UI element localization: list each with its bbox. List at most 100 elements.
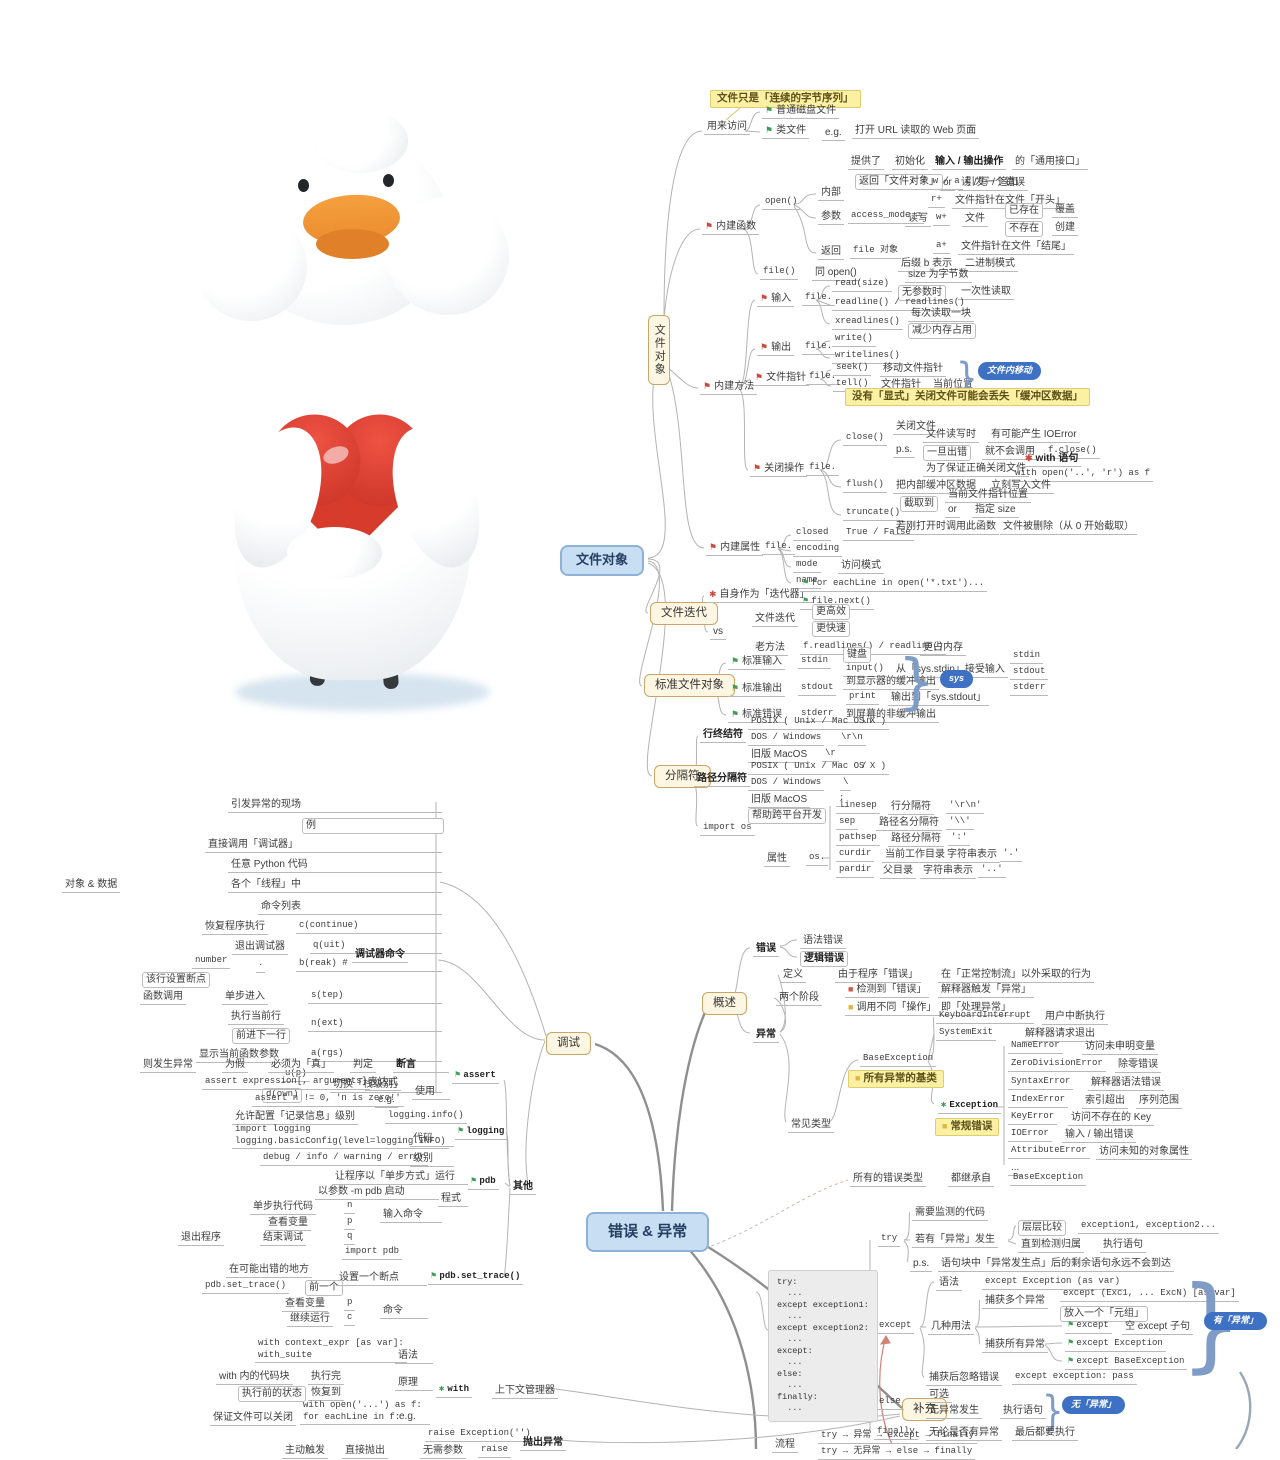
map-label[interactable]: ⚑标准输出 xyxy=(728,682,786,697)
map-label[interactable]: q(uit) xyxy=(310,940,442,954)
map-label[interactable]: ■调用不同「操作」 xyxy=(845,1001,940,1016)
map-label[interactable]: 退出程序 xyxy=(178,1231,224,1246)
map-label[interactable]: file. xyxy=(806,462,840,476)
map-label[interactable]: 文件指针在文件「结尾」 xyxy=(958,240,1074,255)
map-label[interactable]: 一旦出错 xyxy=(923,445,971,461)
map-label[interactable]: 执行前的状态 xyxy=(238,1386,306,1402)
map-label[interactable]: 执行语句 xyxy=(1000,1404,1046,1419)
map-label[interactable]: file. xyxy=(802,292,836,306)
map-label[interactable]: 每次读取一块 xyxy=(908,307,974,322)
map-label[interactable]: 错误 xyxy=(753,942,779,957)
map-label[interactable]: f.readlines() / readline() xyxy=(800,641,947,655)
map-label[interactable]: 文件迭代 xyxy=(752,612,798,627)
map-label[interactable]: open() xyxy=(762,196,801,210)
map-label[interactable]: 需要监测的代码 xyxy=(912,1206,988,1221)
map-label[interactable]: 定义 xyxy=(780,968,806,983)
map-label[interactable]: POSIX ( Unix / Mac OS X ) xyxy=(748,761,890,775)
map-label[interactable]: 输入 / 输出错误 xyxy=(1062,1128,1137,1143)
note-callout[interactable]: ■常规错误 xyxy=(935,1118,1000,1136)
map-label[interactable]: ⚑except Exception xyxy=(1065,1338,1166,1352)
map-label[interactable]: 恢复程序执行 xyxy=(202,920,268,935)
map-label[interactable]: curdir xyxy=(836,848,875,862)
map-label[interactable]: access_mode = xyxy=(848,210,925,224)
map-label[interactable]: with 内的代码块 xyxy=(216,1370,293,1385)
map-label[interactable]: 让程序以「单步方式」运行 xyxy=(332,1170,468,1185)
map-label[interactable]: 内部 xyxy=(818,186,844,201)
map-label[interactable]: 行分隔符 xyxy=(888,800,934,815)
map-label[interactable]: 在可能出错的地方 xyxy=(226,1263,312,1278)
map-label[interactable]: sep xyxy=(836,816,859,830)
map-label[interactable]: ⚑pdb.set_trace() xyxy=(428,1271,524,1285)
map-label[interactable]: p xyxy=(344,1216,356,1230)
map-label[interactable]: read(size) xyxy=(832,278,893,292)
map-label[interactable]: 两个阶段 xyxy=(776,991,822,1006)
map-label[interactable]: 切换「栈级别」 xyxy=(330,1078,442,1093)
map-label[interactable]: 当前工作目录 xyxy=(882,848,948,863)
map-label[interactable]: 调试器命令 xyxy=(352,948,408,963)
map-label[interactable]: DOS / Windows xyxy=(748,732,825,746)
map-label[interactable]: assert n != 0, 'n is zero!' xyxy=(252,1093,404,1107)
map-label[interactable]: size 为字节数 xyxy=(905,268,972,283)
map-label[interactable]: \n xyxy=(858,716,875,730)
map-label[interactable]: 以参数 -m pdb 启动 xyxy=(315,1185,439,1200)
map-label[interactable]: 读 / 写 / 追加 xyxy=(958,176,1021,191)
map-label[interactable]: True / False xyxy=(843,527,914,541)
map-label[interactable]: 继续运行 xyxy=(287,1312,333,1327)
map-label[interactable]: 访问未申明变量 xyxy=(1082,1040,1158,1055)
map-label[interactable]: 输出到「sys.stdout」 xyxy=(888,691,990,706)
map-label[interactable]: 恢复到 xyxy=(308,1386,344,1401)
map-label[interactable]: ⚑关闭操作 xyxy=(750,462,808,477)
map-label[interactable]: 判定 xyxy=(350,1058,376,1073)
map-label[interactable]: pdb.set_trace() xyxy=(202,1280,290,1294)
map-label[interactable]: ⚑pdb xyxy=(468,1176,499,1190)
map-label[interactable]: number xyxy=(192,955,231,969)
map-label[interactable]: 执行语句 xyxy=(1100,1238,1146,1253)
map-label[interactable]: closed xyxy=(793,527,832,541)
map-label[interactable]: 关闭文件 xyxy=(893,420,939,435)
map-label[interactable]: 异常 xyxy=(753,1028,779,1043)
map-label[interactable]: 序列范围 xyxy=(1136,1094,1182,1109)
map-label[interactable]: 把内部缓冲区数据 xyxy=(893,479,979,494)
map-label[interactable]: b(reak) # xyxy=(296,958,442,972)
map-label[interactable]: close() xyxy=(843,432,887,446)
map-label[interactable]: encoding xyxy=(793,543,843,557)
map-label[interactable]: 设置一个断点 xyxy=(336,1271,427,1286)
map-label[interactable]: except xyxy=(876,1320,915,1334)
map-label[interactable]: 代码 xyxy=(410,1132,454,1147)
map-label[interactable]: linesep xyxy=(836,800,880,814)
map-label[interactable]: p.s. xyxy=(910,1257,933,1272)
map-label[interactable]: 对象 & 数据 xyxy=(62,878,121,893)
map-label[interactable]: stdin xyxy=(798,655,832,669)
map-label[interactable]: 字符串表示 xyxy=(944,848,1000,863)
branch-topic-node[interactable]: 调试 xyxy=(546,1032,591,1055)
map-label[interactable]: 捕获多个异常 xyxy=(982,1294,1048,1309)
map-label[interactable]: 解释器触发「异常」 xyxy=(938,983,1034,998)
map-label[interactable]: ⚑类文件 xyxy=(762,124,810,139)
map-label[interactable]: 解释器语法错误 xyxy=(1088,1076,1164,1091)
map-label[interactable]: 可选 xyxy=(926,1388,952,1403)
map-label[interactable]: · xyxy=(256,958,266,973)
map-label[interactable]: e.g. xyxy=(375,1093,398,1108)
map-label[interactable]: 同 open() xyxy=(812,266,860,281)
callout-badge[interactable]: sys xyxy=(940,670,974,688)
map-label[interactable]: import logging logging.basicConfig(level… xyxy=(232,1124,449,1150)
note-callout[interactable]: 文件只是「连续的字节序列」 xyxy=(710,90,861,108)
map-label[interactable]: writelines() xyxy=(832,350,903,364)
map-label[interactable]: 在「正常控制流」以外采取的行为 xyxy=(938,968,1094,983)
map-label[interactable]: POSIX ( Unix / Mac OS X ) xyxy=(748,716,890,730)
map-label[interactable]: 捕获后忽略错误 xyxy=(926,1371,1002,1386)
map-label[interactable]: 引发异常的现场 xyxy=(228,798,442,813)
map-label[interactable]: finally xyxy=(874,1426,918,1440)
map-label[interactable]: 无论是否有异常 xyxy=(926,1426,1002,1441)
map-label[interactable]: 为了保证正确关闭文件 xyxy=(923,462,1029,477)
map-label[interactable]: pathsep xyxy=(836,832,880,846)
map-label[interactable]: SyntaxError xyxy=(1008,1076,1074,1090)
map-label[interactable]: import pdb xyxy=(342,1246,403,1260)
map-label[interactable]: pardir xyxy=(836,864,875,878)
map-label[interactable]: with open('..', 'r') as f xyxy=(1012,468,1154,482)
map-label[interactable]: 有可能产生 IOError xyxy=(988,428,1080,443)
map-label[interactable]: '..' xyxy=(978,864,1006,878)
map-label[interactable]: ✱Exception xyxy=(938,1100,1002,1114)
map-label[interactable]: stderr xyxy=(1010,682,1049,696)
map-label[interactable]: 使用 xyxy=(412,1085,450,1100)
